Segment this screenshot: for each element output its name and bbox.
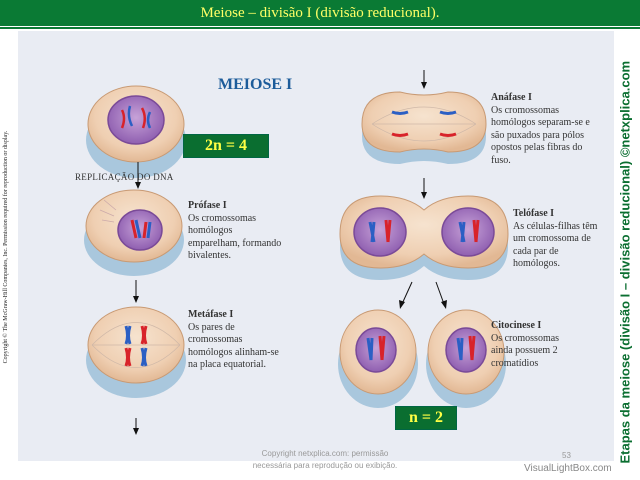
stage-line: Os cromossomas xyxy=(491,332,560,344)
top-rule xyxy=(0,27,640,29)
stage-name: Metáfase I xyxy=(188,309,234,320)
stage-line: cromatídios xyxy=(491,357,539,369)
cytokinesis-cell-right xyxy=(426,309,506,408)
arrow-6-head xyxy=(399,300,405,309)
meiose-heading: MEIOSE I xyxy=(218,76,293,93)
anaphase-cell xyxy=(361,91,487,164)
arrow-7-head xyxy=(441,300,447,309)
stage-line: cromossomas xyxy=(188,334,243,345)
badge-n: n = 2 xyxy=(395,406,457,430)
interphase-cell xyxy=(86,85,186,178)
cytokinesis-cell-left xyxy=(338,309,418,408)
stage-profase: Prófase I Os cromossomas homólogos empar… xyxy=(188,200,281,263)
arrow-7 xyxy=(435,281,445,305)
copyright-vertical: Copyright © The McGraw-Hill Companies, I… xyxy=(3,130,9,364)
page-number: 53 xyxy=(562,451,571,460)
stage-line: Os pares de xyxy=(188,321,235,333)
stage-line: Os cromossomas xyxy=(491,104,560,116)
metaphase-cell xyxy=(86,306,186,398)
stage-line: um cromossoma de xyxy=(513,233,591,244)
arrow-1-head xyxy=(135,182,141,189)
stage-citocinese: Citocinese I Os cromossomas ainda possue… xyxy=(491,320,559,370)
stage-line: na placa equatorial. xyxy=(188,359,267,370)
footer-copyright: Copyright netxplica.com: permissão neces… xyxy=(220,448,430,472)
telophase-cell xyxy=(339,195,509,280)
prophase-cell xyxy=(84,189,184,276)
watermark: VisualLightBox.com xyxy=(524,463,612,474)
stage-line: homólogos xyxy=(188,225,233,236)
stage-line: opostos pelas fibras do xyxy=(491,142,583,153)
footer-line: necessária para reprodução ou exibição. xyxy=(252,461,398,470)
stage-line: cada par de xyxy=(513,245,559,257)
stage-name: Anáfase I xyxy=(491,92,532,103)
arrow-4-head xyxy=(421,82,427,89)
arrow-5-head xyxy=(421,192,427,199)
stage-line: As células-filhas têm xyxy=(513,220,598,232)
stage-telofase: Telófase I As células-filhas têm um crom… xyxy=(513,208,597,271)
stage-anafase: Anáfase I Os cromossomas homólogos separ… xyxy=(491,92,590,167)
title-bar: Meiose – divisão I (divisão reducional). xyxy=(0,0,640,26)
stage-line: são puxados para pólos xyxy=(491,129,585,141)
stage-line: bivalentes. xyxy=(188,250,232,261)
arrow-3-head xyxy=(133,428,139,435)
replication-label: REPLICAÇÃO DO DNA xyxy=(75,172,174,182)
footer-line: Copyright netxplica.com: permissão xyxy=(261,449,389,458)
stage-line: homólogos separam-se e xyxy=(491,117,590,128)
side-caption-vertical: Etapas da meiose (divisão I – divisão re… xyxy=(617,60,633,464)
stage-name: Prófase I xyxy=(188,200,227,211)
stage-line: Os cromossomas xyxy=(188,212,257,224)
stage-name: Telófase I xyxy=(513,208,555,219)
stage-line: emparelham, formando xyxy=(188,237,282,249)
stage-line: homólogos alinham-se xyxy=(188,346,279,358)
badge-2n: 2n = 4 xyxy=(183,134,269,158)
stage-line: ainda possuem 2 xyxy=(491,345,558,356)
stage-name: Citocinese I xyxy=(491,320,542,331)
slide-title: Meiose – divisão I (divisão reducional). xyxy=(200,5,440,21)
arrow-6 xyxy=(401,281,413,305)
stage-line: fuso. xyxy=(491,154,511,166)
arrow-2-head xyxy=(133,296,139,303)
stage-line: homólogos. xyxy=(513,258,560,269)
stage-metafase: Metáfase I Os pares de cromossomas homól… xyxy=(188,309,279,372)
